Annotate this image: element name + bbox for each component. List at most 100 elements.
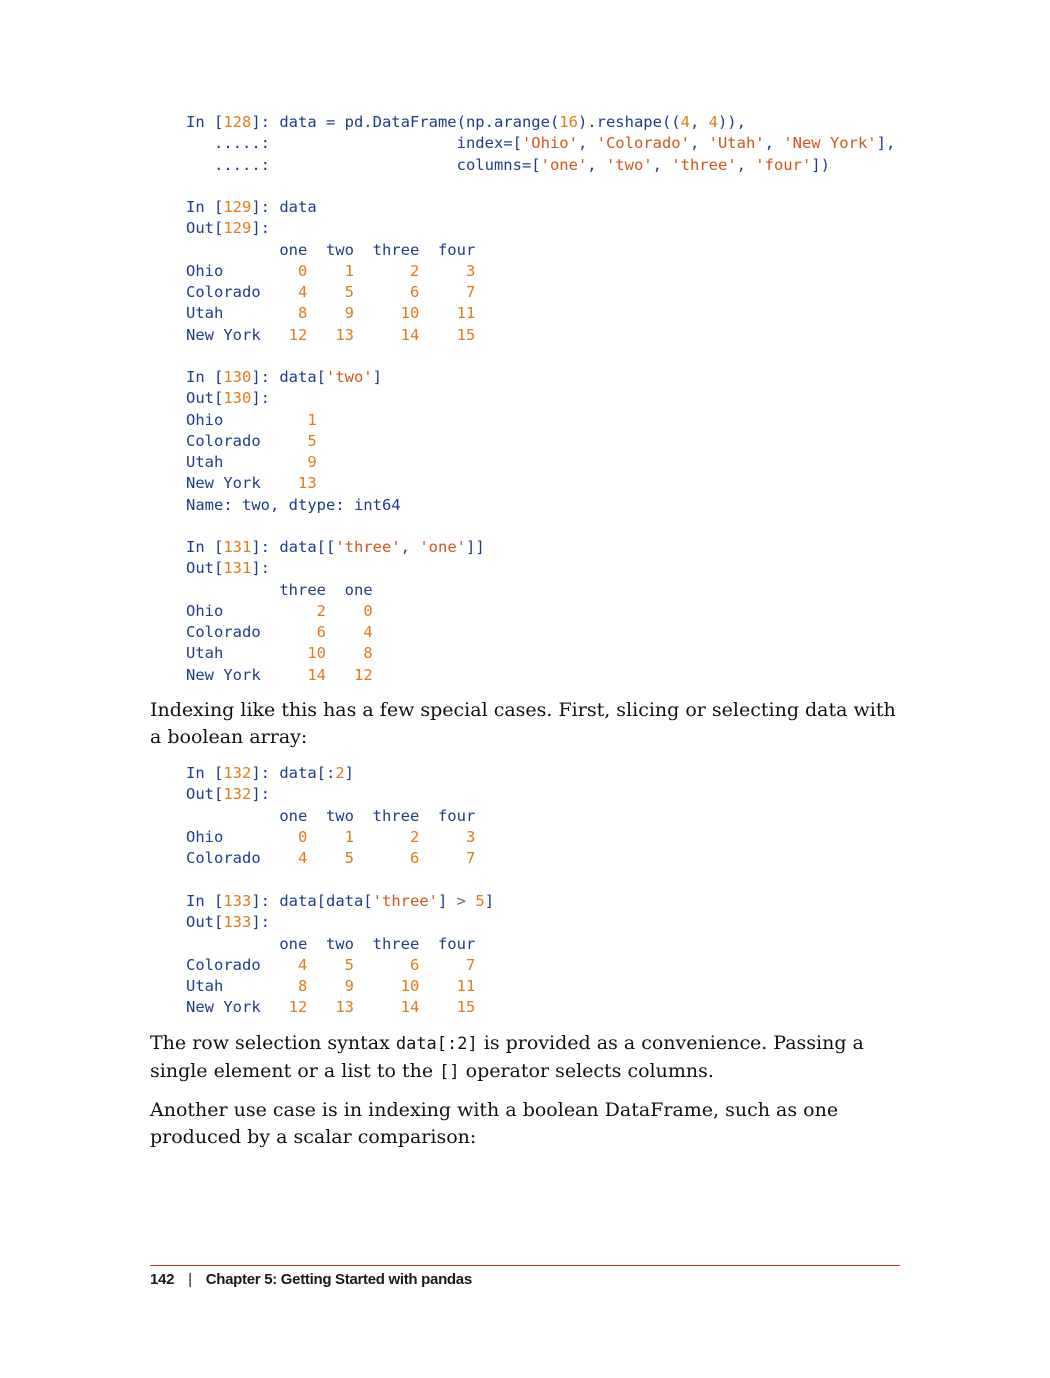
code-line: .....: columns=['one', 'two', 'three', '… [186, 156, 830, 174]
code-token: ] [484, 892, 495, 910]
code-token: ]) [811, 155, 830, 174]
code-token: 4 [680, 113, 690, 131]
code-token [307, 998, 335, 1016]
code-token [354, 304, 401, 322]
code-token: 1 [344, 827, 354, 846]
code-token: 6 [410, 955, 420, 974]
code-token: 'four' [755, 155, 812, 174]
code-token: 2 [316, 601, 326, 620]
code-token: ]: data[[ [251, 538, 336, 556]
code-token: In [ [186, 538, 224, 556]
code-token [419, 977, 456, 995]
code-token: > [456, 892, 466, 910]
code-token: 'three' [671, 155, 737, 174]
code-token: , [587, 155, 606, 174]
code-token: , [736, 155, 756, 174]
code-token: .....: columns=[ [186, 155, 541, 174]
code-line: Out[132]: [186, 785, 270, 803]
code-token: 6 [410, 849, 420, 867]
code-token [307, 828, 344, 846]
code-token: 12 [288, 998, 308, 1017]
code-token [326, 666, 354, 684]
code-token: 7 [466, 283, 476, 301]
code-line: three one [186, 581, 372, 599]
code-token: In [ [186, 113, 224, 131]
footer-rule [150, 1265, 900, 1266]
code-token: Utah [186, 977, 298, 995]
code-token [326, 644, 363, 662]
code-line: Out[131]: [186, 559, 270, 577]
paragraph-boolean-dataframe: Another use case is in indexing with a b… [150, 1099, 839, 1148]
code-token: 11 [456, 304, 476, 323]
code-line: New York 14 12 [186, 666, 373, 684]
code-token: Colorado [186, 955, 298, 974]
code-line: New York 12 13 14 15 [186, 998, 475, 1016]
code-token [419, 849, 466, 867]
code-token: 'Utah' [708, 134, 765, 153]
code-line: Colorado 4 5 6 7 [186, 849, 475, 867]
code-token: 10 [400, 977, 420, 995]
code-token: 131 [223, 538, 252, 556]
code-token: 128 [223, 113, 252, 131]
code-token [307, 283, 344, 301]
code-token: 1 [344, 261, 354, 280]
code-line: Ohio 2 0 [186, 602, 373, 620]
code-token [419, 828, 466, 846]
code-token [419, 262, 466, 280]
code-line: Utah 10 8 [186, 644, 373, 662]
code-line: Colorado 5 [186, 432, 317, 450]
code-token: 10 [400, 304, 420, 323]
code-token: , [652, 155, 672, 174]
code-token [354, 849, 410, 867]
code-line: In [130]: data['two'] [186, 368, 382, 386]
code-token: 4 [297, 283, 308, 301]
paragraph-text: is provided as a convenience. Passing a … [150, 1032, 864, 1082]
code-token: 1 [307, 410, 317, 429]
code-token: 11 [456, 977, 476, 995]
code-line: Ohio 0 1 2 3 [186, 828, 475, 846]
code-token: Utah [186, 644, 308, 663]
code-line: Utah 9 [186, 453, 317, 471]
code-token: 132 [223, 785, 252, 804]
code-token [307, 956, 344, 974]
code-token: In [ [186, 198, 224, 216]
code-token: Out[ [186, 913, 224, 932]
code-line: one two three four [186, 935, 475, 953]
code-token: 4 [363, 623, 373, 641]
code-block-in131: In [131]: data[['three', 'one']] Out[131… [186, 537, 485, 686]
code-token [419, 283, 466, 301]
code-token: , [400, 538, 420, 556]
code-token: Utah [186, 304, 298, 323]
code-token: 'New York' [783, 134, 877, 153]
code-line: In [132]: data[:2] [186, 764, 354, 782]
code-token: Out[ [186, 389, 224, 408]
code-token: 130 [223, 368, 252, 386]
code-token: 8 [297, 977, 308, 995]
code-token: ]] [466, 538, 485, 556]
code-token: ]: data = pd.DataFrame(np.arange( [251, 113, 560, 131]
code-token: 5 [475, 892, 485, 910]
code-token: 12 [354, 665, 373, 684]
code-token [307, 262, 344, 280]
code-token: .....: index=[ [186, 134, 522, 153]
code-token: 8 [363, 644, 373, 663]
code-token: Ohio [186, 261, 298, 280]
code-token: , [689, 134, 709, 153]
code-token: In [ [186, 892, 224, 910]
code-line: one two three four [186, 807, 475, 825]
code-token: 5 [307, 431, 317, 450]
code-token: 130 [223, 389, 252, 408]
code-token: ).reshape(( [577, 113, 681, 131]
code-token: 'three' [372, 892, 438, 910]
code-token: 129 [223, 219, 252, 238]
code-token [307, 304, 344, 322]
code-token [419, 998, 456, 1016]
code-token [307, 326, 335, 344]
code-token: 0 [297, 261, 308, 280]
code-token: 2 [335, 764, 345, 782]
code-token: 5 [344, 283, 354, 301]
code-token: 14 [307, 665, 326, 684]
code-token: ]: [251, 219, 270, 238]
page-number: 142 [150, 1271, 175, 1288]
inline-code-brackets: [] [439, 1061, 460, 1082]
